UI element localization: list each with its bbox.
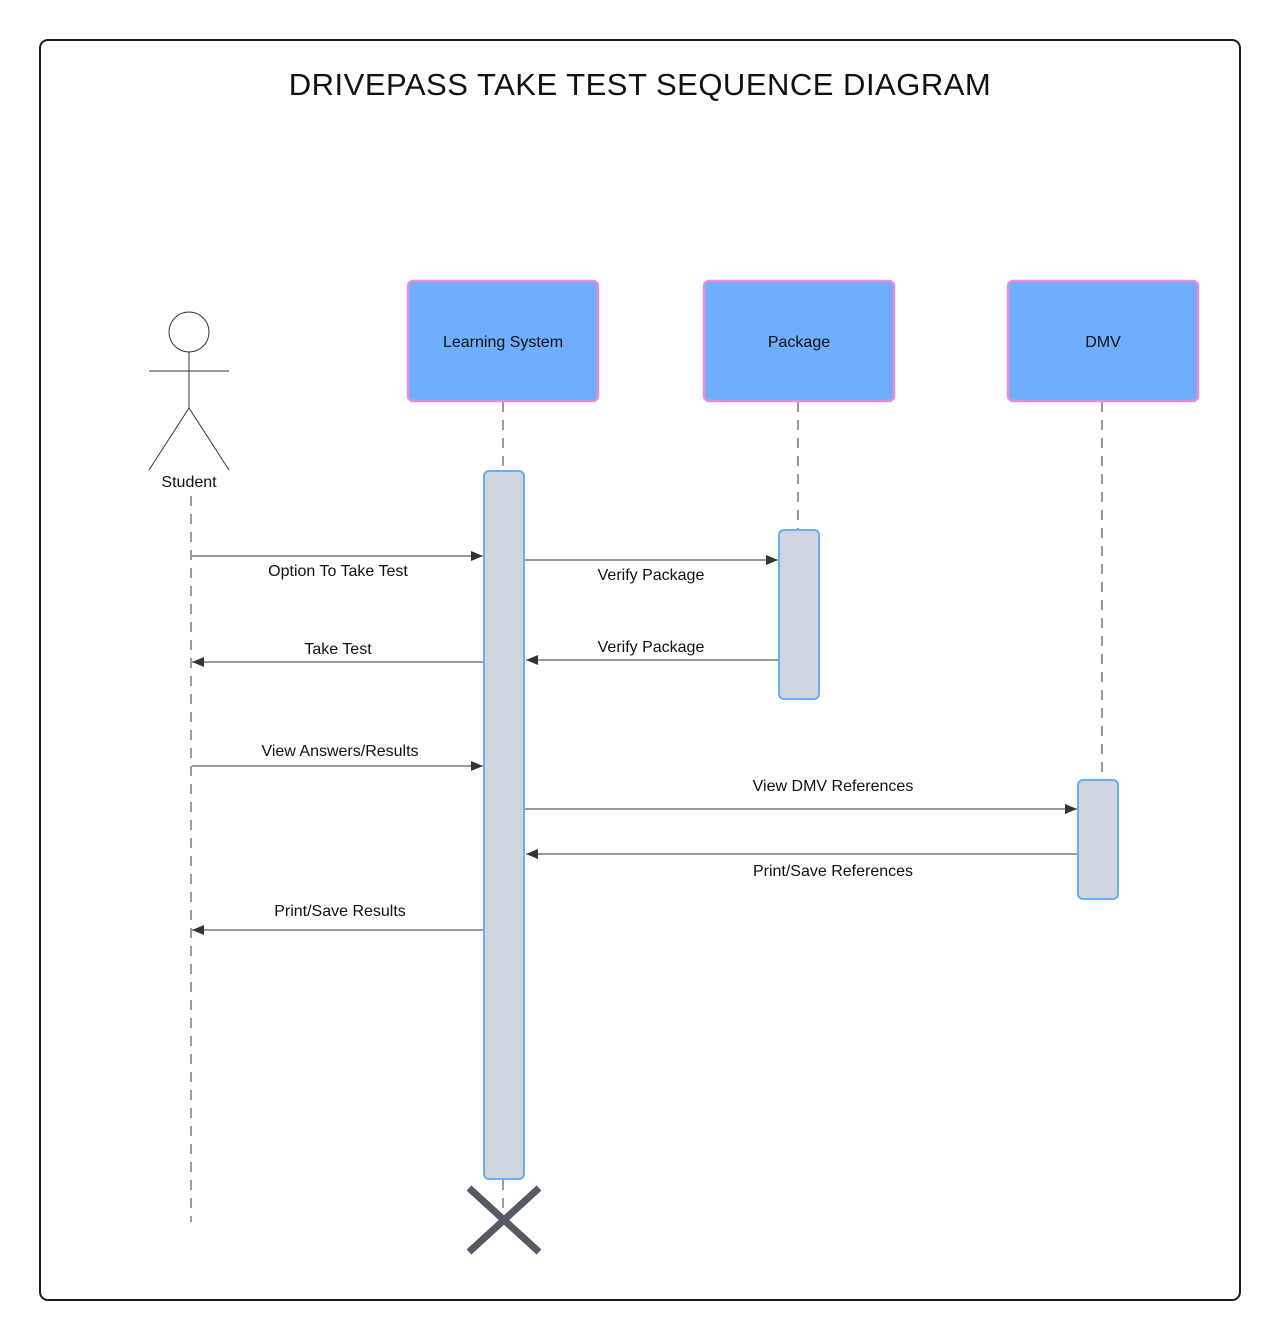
participant-label: DMV <box>1085 334 1121 351</box>
activation-package <box>778 529 820 700</box>
message-label: Verify Package <box>598 639 705 656</box>
participant-package: Package <box>702 279 896 403</box>
message-label: Take Test <box>304 641 372 658</box>
destroy-stroke <box>466 1185 542 1255</box>
message-label: Print/Save Results <box>274 903 406 920</box>
actor-right-leg <box>188 407 230 471</box>
message-label: Option To Take Test <box>268 563 408 580</box>
message-1: Option To Take Test <box>192 551 483 580</box>
diagram-title: DRIVEPASS TAKE TEST SEQUENCE DIAGRAM <box>289 67 991 102</box>
actor-left-leg <box>148 407 190 471</box>
actor-student: Student <box>148 311 230 491</box>
actor-label: Student <box>161 474 217 491</box>
activation-learning-system <box>483 470 525 1180</box>
participant-dmv: DMV <box>1006 279 1200 403</box>
message-label: Print/Save References <box>753 863 913 880</box>
diagram-frame <box>39 39 1241 1301</box>
participant-box <box>406 279 600 403</box>
participant-label: Learning System <box>443 334 563 351</box>
participant-label: Package <box>768 334 830 351</box>
message-label: View DMV References <box>753 778 914 795</box>
destroy-x-icon <box>466 1185 542 1255</box>
message-4: Take Test <box>192 641 483 667</box>
activation-dmv <box>1077 779 1119 900</box>
message-3: Verify Package <box>526 639 778 665</box>
message-7: Print/Save References <box>526 849 1077 880</box>
message-6: View DMV References <box>525 778 1077 814</box>
message-5: View Answers/Results <box>192 743 483 771</box>
message-label: View Answers/Results <box>261 743 418 760</box>
participant-box <box>702 279 896 403</box>
message-2: Verify Package <box>525 555 778 584</box>
participant-box <box>1006 279 1200 403</box>
participant-learning-system: Learning System <box>406 279 600 403</box>
message-8: Print/Save Results <box>192 903 483 935</box>
message-label: Verify Package <box>598 567 705 584</box>
